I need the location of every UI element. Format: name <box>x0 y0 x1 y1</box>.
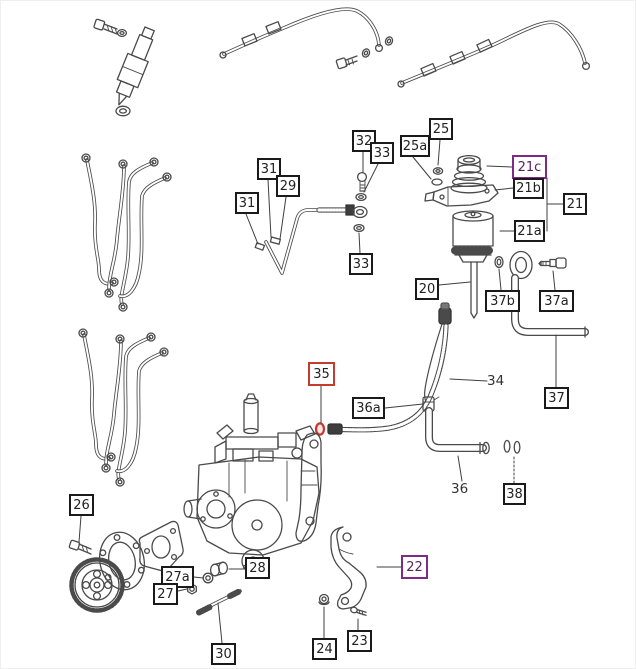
callout-22[interactable]: 22 <box>401 555 428 579</box>
bolt-32 <box>356 171 368 192</box>
callout-27[interactable]: 27 <box>153 583 178 605</box>
hose-screws <box>254 236 281 251</box>
drive-gear-group <box>68 520 184 613</box>
support-bracket-22 <box>330 526 367 610</box>
filter-cartridge-21a <box>451 210 495 319</box>
injector-bolt <box>93 18 128 38</box>
nut-25 <box>432 167 444 175</box>
callout-35[interactable]: 35 <box>308 362 335 386</box>
pipe-36 <box>425 407 490 455</box>
fuel-line-upper-right <box>397 20 591 88</box>
filter-head-21b <box>424 184 499 207</box>
callout-21b[interactable]: 21b <box>513 178 544 199</box>
callout-20[interactable]: 20 <box>415 278 439 300</box>
fuel-return-hose <box>254 204 368 275</box>
pump-bracket <box>295 432 322 542</box>
callout-31-lower[interactable]: 31 <box>235 192 259 214</box>
timing-gear <box>69 557 125 613</box>
clips-38 <box>503 439 521 454</box>
callout-37a[interactable]: 37a <box>539 290 574 312</box>
stud-30 <box>196 588 242 616</box>
washer-27a <box>202 572 214 584</box>
callout-36a[interactable]: 36a <box>352 397 385 419</box>
callout-26[interactable]: 26 <box>69 494 94 516</box>
injection-lines-upper <box>81 153 172 312</box>
callout-25[interactable]: 25 <box>429 118 453 140</box>
bolt-37a <box>538 257 567 269</box>
callout-23[interactable]: 23 <box>347 630 372 652</box>
oring-35-highlight <box>314 422 326 436</box>
callout-33-upper[interactable]: 33 <box>370 142 394 164</box>
braided-hose-34 <box>327 302 452 435</box>
callout-29[interactable]: 29 <box>276 175 300 197</box>
callout-37b[interactable]: 37b <box>485 290 520 312</box>
callout-21a[interactable]: 21a <box>514 220 545 242</box>
label-34[interactable]: 34 <box>487 373 505 389</box>
fuel-line-upper-left <box>219 7 394 70</box>
callout-30[interactable]: 30 <box>211 643 236 665</box>
mounting-flange <box>99 531 145 591</box>
injector-body <box>115 26 155 106</box>
injector-oring <box>115 105 131 117</box>
nut-24 <box>318 593 330 606</box>
washer-33-lower <box>353 223 365 233</box>
callout-33-lower[interactable]: 33 <box>349 253 373 275</box>
oring-25a <box>431 178 443 186</box>
callout-31-upper[interactable]: 31 <box>257 158 281 180</box>
sealing-washers <box>361 36 394 58</box>
injection-lines-lower <box>79 329 168 486</box>
callout-38[interactable]: 38 <box>503 483 526 505</box>
return-pipe-37 <box>509 250 589 338</box>
bolt-26 <box>68 539 92 555</box>
callout-37[interactable]: 37 <box>544 387 569 409</box>
callout-21c[interactable]: 21c <box>512 155 547 179</box>
label-36[interactable]: 36 <box>451 481 469 497</box>
callout-25a[interactable]: 25a <box>400 135 430 157</box>
callout-24[interactable]: 24 <box>312 638 337 660</box>
banjo-bolt <box>335 55 358 70</box>
screw-23 <box>350 606 367 616</box>
leader-lines <box>78 139 564 644</box>
fuel-injector <box>93 18 155 117</box>
oring-37b <box>494 255 504 269</box>
callout-28[interactable]: 28 <box>245 557 270 579</box>
pump-gasket <box>138 520 184 572</box>
washer-33-upper <box>355 192 367 202</box>
injection-pump <box>183 393 322 573</box>
spacer-28 <box>209 561 229 577</box>
fuel-filter-assembly <box>424 154 499 319</box>
callout-21[interactable]: 21 <box>563 193 587 215</box>
